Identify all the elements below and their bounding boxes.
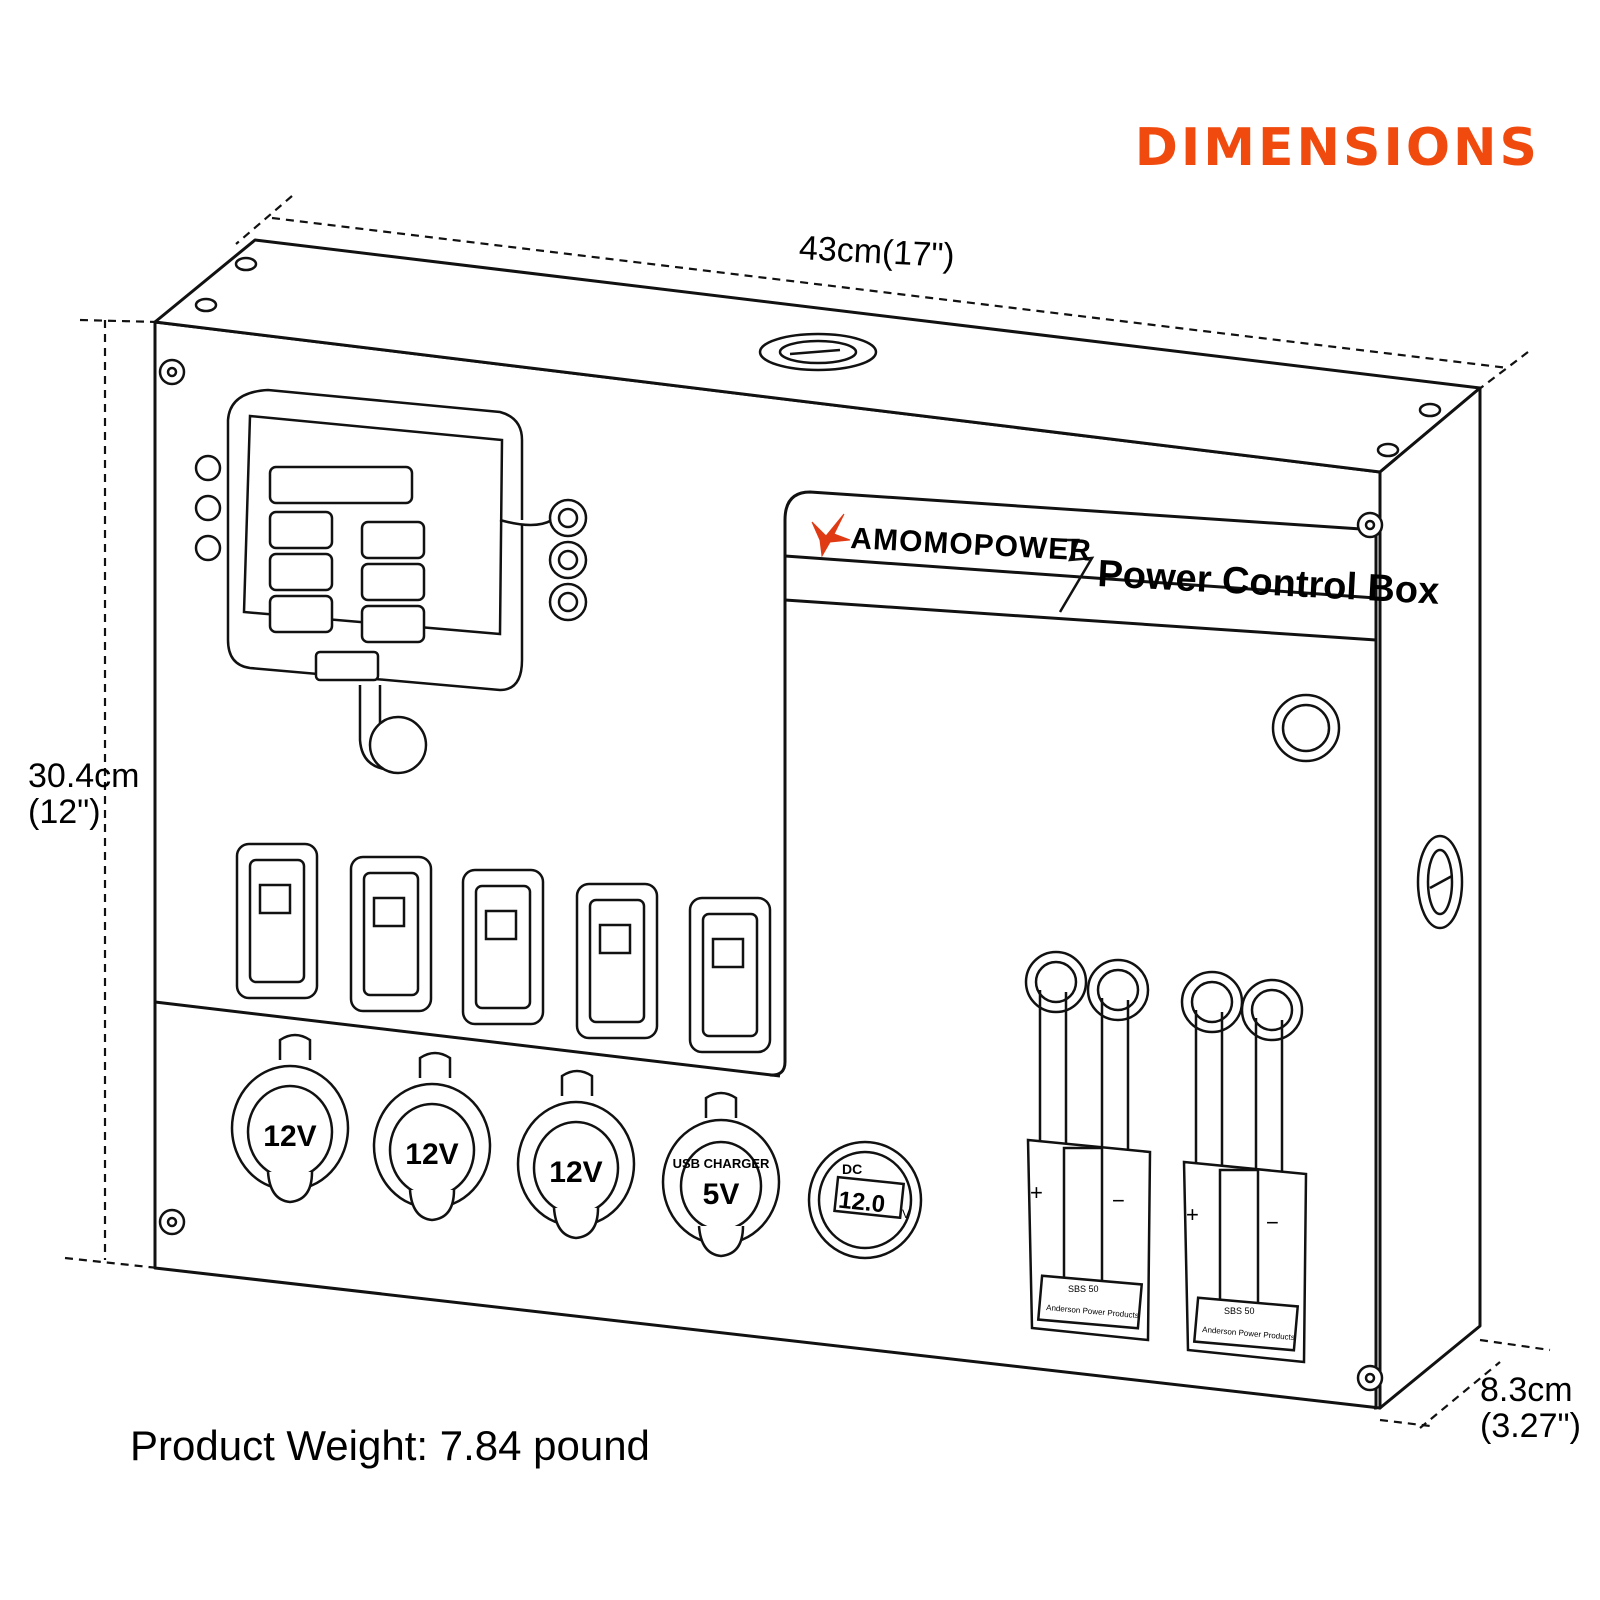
screws bbox=[158, 256, 1442, 1392]
voltmeter-reading: 12.0 bbox=[837, 1187, 886, 1219]
socket-label-4: 5V bbox=[703, 1178, 740, 1211]
sockets bbox=[230, 1033, 923, 1260]
page-title: DIMENSIONS bbox=[1134, 118, 1540, 178]
fuse-block bbox=[194, 388, 588, 775]
connector-1-plus: + bbox=[1030, 1180, 1043, 1205]
rocker-switch-4 bbox=[575, 882, 659, 1040]
socket-label-3: 12V bbox=[549, 1156, 602, 1189]
height-dimension-label: 30.4cm (12") bbox=[28, 758, 140, 830]
socket-usb-5v bbox=[661, 1091, 781, 1258]
socket-12v-1 bbox=[230, 1033, 350, 1204]
voltmeter bbox=[807, 1140, 923, 1260]
rocker-switch-1 bbox=[235, 842, 319, 1000]
connector-2-minus: − bbox=[1266, 1210, 1279, 1235]
width-dimension-label: 43cm(17") bbox=[798, 229, 956, 276]
height-in: (12") bbox=[28, 793, 101, 831]
voltmeter-unit: V bbox=[902, 1207, 910, 1221]
connector-2-plus: + bbox=[1186, 1202, 1199, 1227]
connector-1-rating: SBS 50 bbox=[1068, 1284, 1099, 1294]
brand-panel bbox=[769, 490, 1378, 1410]
connector-1-minus: − bbox=[1112, 1188, 1125, 1213]
product-weight: Product Weight: 7.84 pound bbox=[130, 1422, 650, 1469]
socket-12v-2 bbox=[372, 1051, 492, 1222]
socket-ring-text: USB CHARGER bbox=[673, 1156, 770, 1171]
height-cm: 30.4cm bbox=[28, 757, 140, 795]
rocker-switch-2 bbox=[349, 855, 433, 1013]
panel-divider bbox=[154, 1000, 781, 1078]
dimension-lines bbox=[64, 195, 1551, 1429]
voltmeter-label: DC bbox=[842, 1161, 862, 1177]
depth-dimension-label: 8.3cm (3.27") bbox=[1480, 1372, 1581, 1444]
depth-cm: 8.3cm bbox=[1480, 1371, 1573, 1409]
depth-in: (3.27") bbox=[1480, 1407, 1581, 1445]
socket-label-2: 12V bbox=[405, 1138, 458, 1171]
brand-logo-icon bbox=[811, 513, 1095, 613]
anderson-connector-2 bbox=[1180, 970, 1308, 1364]
connectors bbox=[1024, 950, 1308, 1364]
rocker-switch-3 bbox=[461, 868, 545, 1026]
rocker-switches bbox=[235, 842, 772, 1054]
socket-label-1: 12V bbox=[263, 1120, 316, 1153]
rocker-switch-5 bbox=[688, 896, 772, 1054]
socket-12v-3 bbox=[516, 1069, 636, 1240]
connector-2-rating: SBS 50 bbox=[1224, 1306, 1255, 1316]
anderson-connector-1 bbox=[1024, 950, 1152, 1342]
